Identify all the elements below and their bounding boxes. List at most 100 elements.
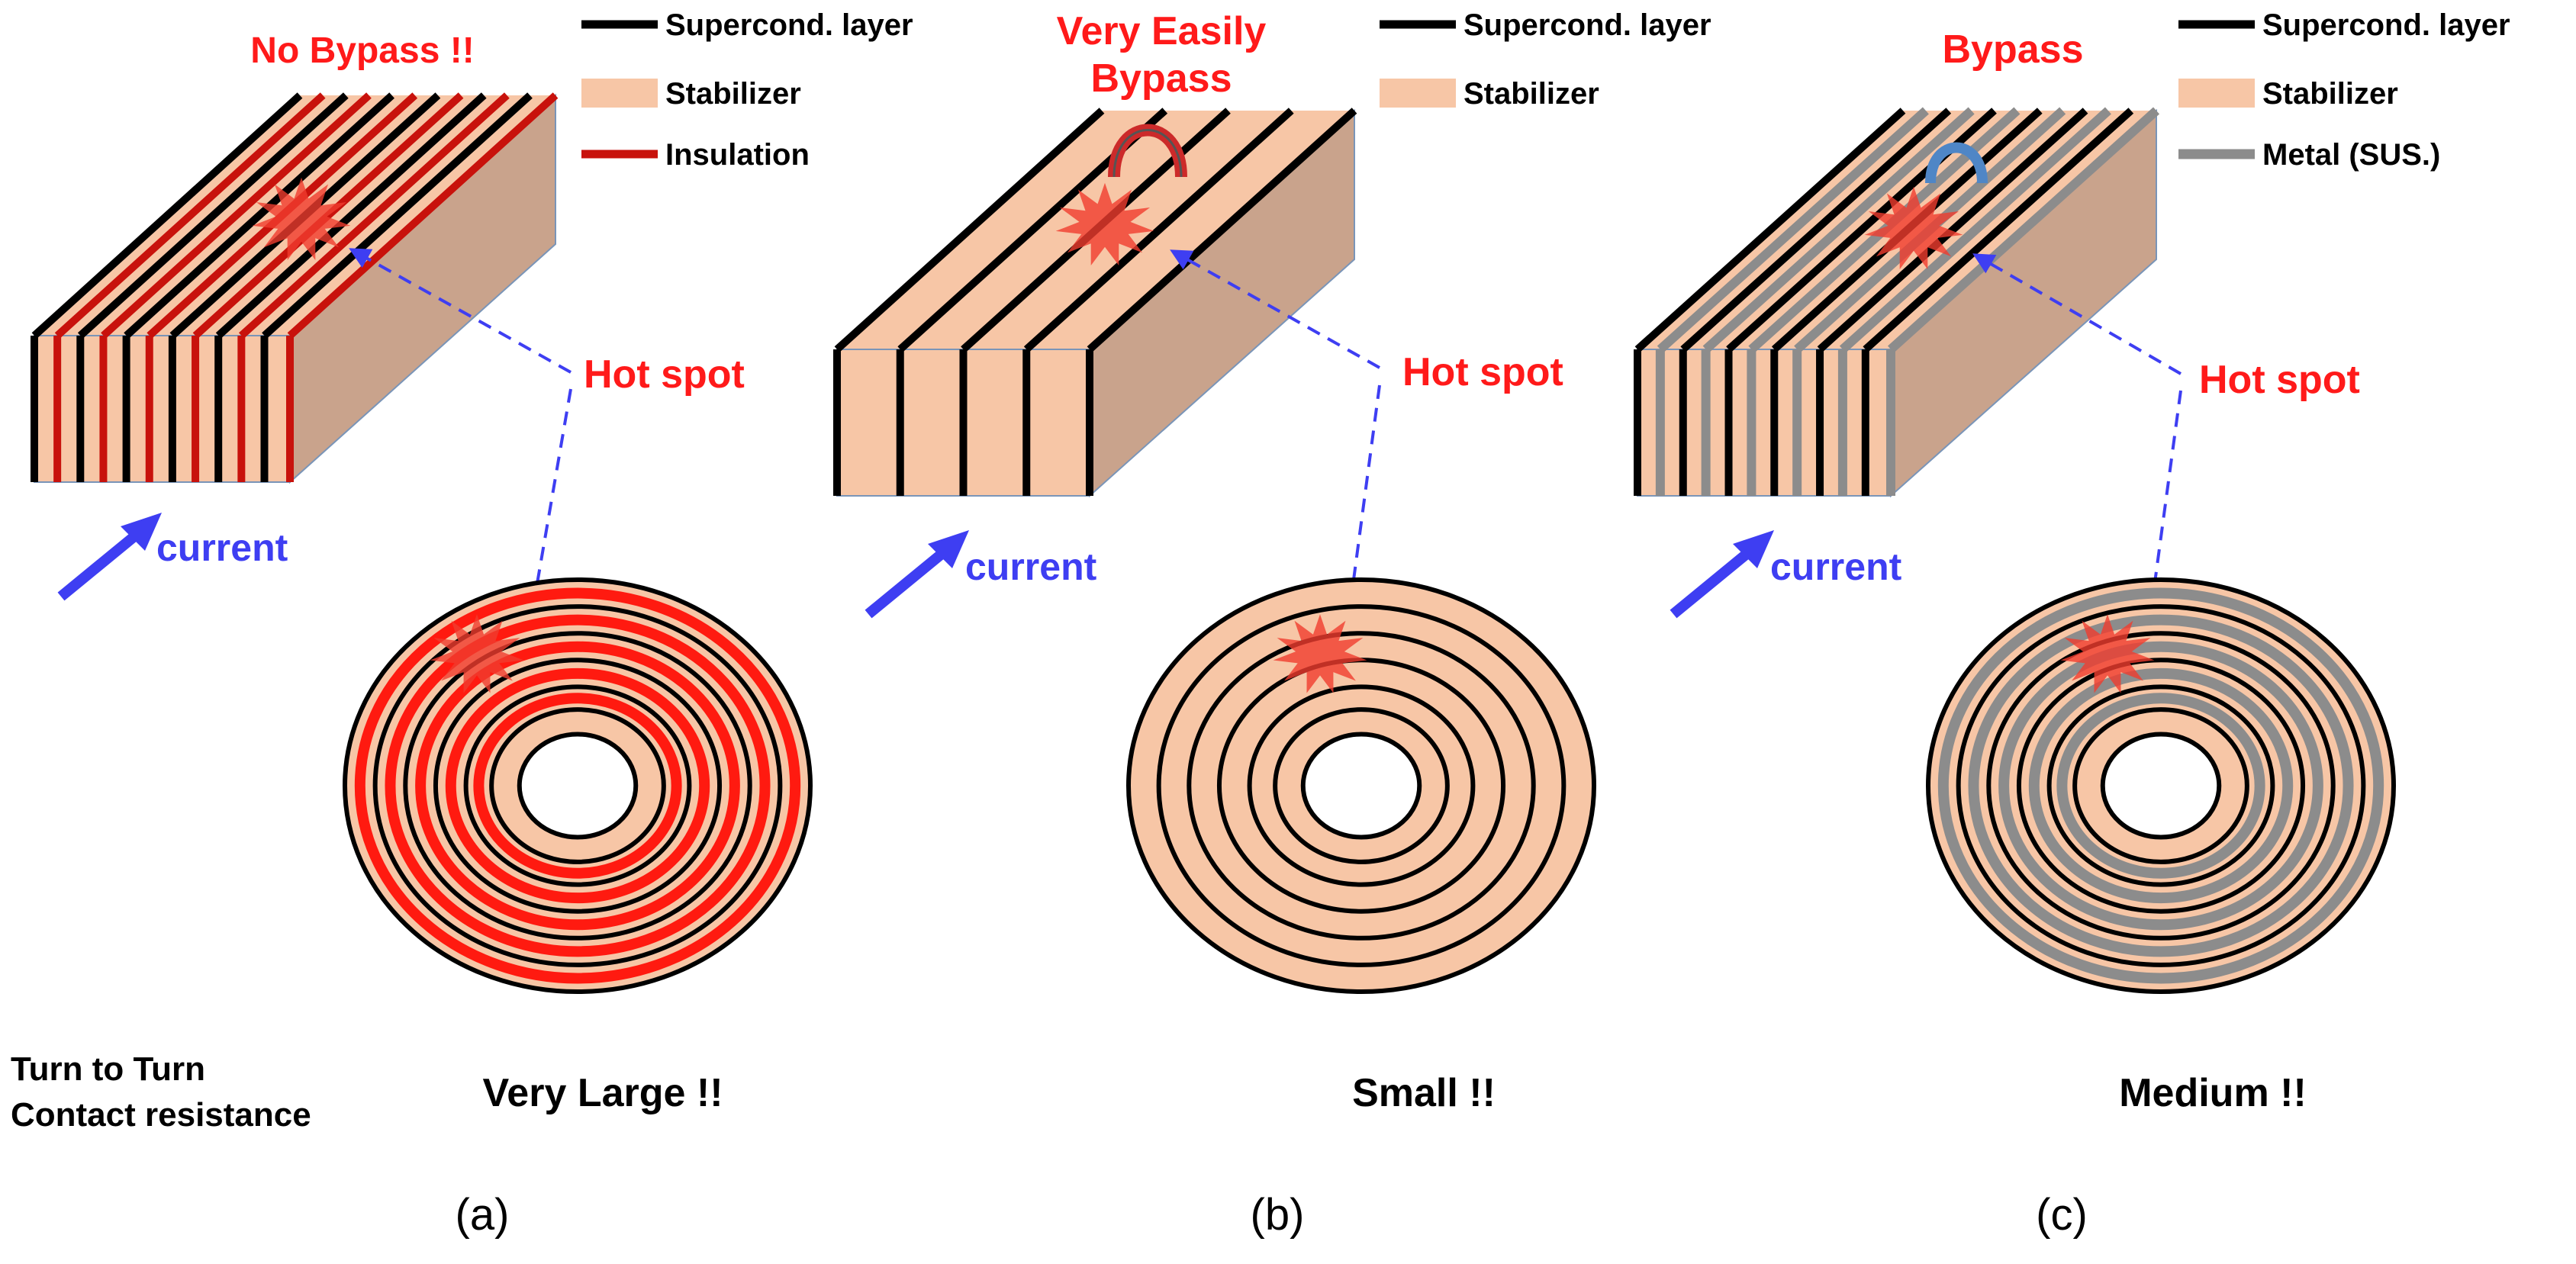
coil-middle-layer — [415, 641, 740, 931]
top-layer-stripe — [1657, 107, 1929, 353]
current-arrow-icon — [57, 526, 146, 601]
legend-label-insulation: Insulation — [665, 138, 810, 172]
top-layer-stripe — [287, 92, 559, 339]
panel-caption: (b) — [1251, 1190, 1305, 1240]
coil-supercond-turn — [1273, 707, 1450, 864]
resistance-value: Very Large !! — [482, 1071, 723, 1115]
dashed-pointer-arrow-ring — [1342, 384, 1381, 607]
panel-b-status-line-1: Very Easily — [1057, 9, 1267, 53]
top-layer-stripe — [1887, 107, 2160, 353]
panel-a-status: No Bypass !! — [250, 31, 474, 71]
panel-c-status: Bypass — [1943, 27, 2084, 72]
current-label: current — [965, 545, 1097, 588]
coil-supercond-turn — [372, 604, 783, 967]
current-arrow-icon — [865, 543, 953, 619]
panel-b-coil — [1126, 577, 1596, 994]
top-layer-stripe — [1023, 108, 1294, 352]
coil-middle-layer — [385, 614, 771, 957]
coil-supercond-turn — [2016, 658, 2306, 914]
hot-spot-burst-icon — [1864, 186, 1963, 269]
current-arrow-head — [1733, 530, 1774, 568]
top-layer-stripe — [101, 92, 372, 339]
coil-supercond-turn — [1247, 684, 1476, 887]
coil-middle-layer — [473, 693, 682, 879]
top-layer-stripe — [31, 92, 303, 339]
hot-spot-burst-icon-coil — [1273, 614, 1367, 693]
legend-swatch-stabilizer — [2178, 79, 2255, 108]
top-layer-stripe — [1863, 108, 2134, 352]
top-layer-stripe — [1839, 107, 2111, 353]
hot-spot-label: Hot spot — [584, 352, 745, 397]
panel-c-coil — [1926, 577, 2396, 994]
dashed-pointer-arrow-icon — [1972, 253, 2182, 375]
coil-bore — [1300, 732, 1422, 840]
top-layer-stripe — [262, 92, 533, 339]
panel-b-legend: Supercond. layer Stabilizer — [1380, 8, 1711, 111]
top-layer-stripe — [1702, 107, 1975, 353]
coil-supercond-turn — [1156, 604, 1567, 967]
panel-a: No Bypass !! Supercond. layer Stabilizer… — [31, 8, 913, 1240]
coil-supercond-turn — [433, 658, 723, 914]
panel-a-block — [31, 92, 559, 484]
dashed-pointer-arrow-ring — [526, 388, 572, 606]
coil-supercond-turn — [1187, 631, 1536, 941]
row-label-line-1: Turn to Turn — [11, 1050, 205, 1088]
legend-swatch-stabilizer — [1380, 79, 1456, 108]
hot-spot-burst-icon-coil — [2060, 614, 2155, 693]
dashed-pointer-arrow-icon — [349, 248, 572, 374]
legend-swatch-stabilizer — [581, 79, 658, 108]
coil-bore — [2100, 732, 2222, 840]
top-layer-stripe — [77, 92, 349, 339]
current-arrow-head — [928, 530, 969, 568]
top-layer-stripe — [1087, 108, 1357, 352]
panel-c-legend: Supercond. layer Stabilizer Metal (SUS.) — [2178, 8, 2510, 172]
legend-label-stabilizer: Stabilizer — [665, 77, 801, 111]
panel-c: Bypass Supercond. layer Stabilizer Metal… — [1634, 8, 2510, 1240]
current-arrow-head — [121, 513, 162, 551]
panel-caption: (a) — [456, 1190, 510, 1240]
legend-label-stabilizer: Stabilizer — [2262, 77, 2398, 111]
top-layer-stripe — [124, 92, 394, 339]
coil-middle-layer — [2056, 693, 2265, 879]
coil-supercond-turn — [2072, 707, 2249, 864]
coil-supercond-turn — [2046, 684, 2275, 887]
top-layer-stripe — [1817, 108, 2088, 352]
resistance-value: Medium !! — [2119, 1071, 2307, 1115]
hot-spot-burst-icon — [252, 177, 351, 260]
hot-spot-burst-icon — [1055, 182, 1154, 265]
coil-middle-layer — [445, 667, 710, 904]
legend-label-stabilizer: Stabilizer — [1463, 77, 1599, 111]
top-layer-stripe — [834, 108, 1105, 352]
resistance-value: Small !! — [1352, 1071, 1496, 1115]
coil-middle-layer — [354, 587, 801, 984]
hot-spot-label: Hot spot — [1402, 350, 1563, 394]
dashed-pointer-arrow-icon — [1170, 249, 1380, 369]
panel-a-legend: Supercond. layer Stabilizer Insulation — [581, 8, 913, 172]
top-layer-stripe — [215, 92, 487, 339]
current-arrow-icon — [1670, 543, 1758, 619]
current-label: current — [156, 526, 288, 569]
legend-label-supercond: Supercond. layer — [2262, 8, 2510, 42]
coil-middle-layer — [1968, 614, 2354, 957]
legend-label-metal: Metal (SUS.) — [2262, 138, 2440, 172]
coil-bore — [517, 732, 639, 840]
panel-b: Very Easily Bypass Supercond. layer Stab… — [833, 8, 1711, 1240]
coil-supercond-turn — [1956, 604, 2366, 967]
coil-supercond-turn — [489, 707, 666, 864]
top-layer-stripe — [238, 92, 510, 339]
panel-a-coil — [343, 577, 813, 994]
hot-spot-label: Hot spot — [2199, 358, 2360, 402]
coil-middle-layer — [1998, 641, 2323, 931]
panel-b-status-line-2: Bypass — [1091, 56, 1232, 101]
bypass-arc-icon — [1925, 142, 1988, 184]
top-layer-stripe — [1680, 108, 1952, 352]
legend-label-supercond: Supercond. layer — [1463, 8, 1711, 42]
coil-middle-layer — [1937, 587, 2384, 984]
coil-middle-layer — [2028, 667, 2294, 904]
block-front-face — [34, 335, 291, 483]
hot-spot-burst-icon-coil — [430, 614, 524, 693]
current-label: current — [1770, 545, 1902, 588]
bypass-arc-outline — [1113, 129, 1183, 178]
top-layer-stripe — [1634, 108, 1906, 352]
